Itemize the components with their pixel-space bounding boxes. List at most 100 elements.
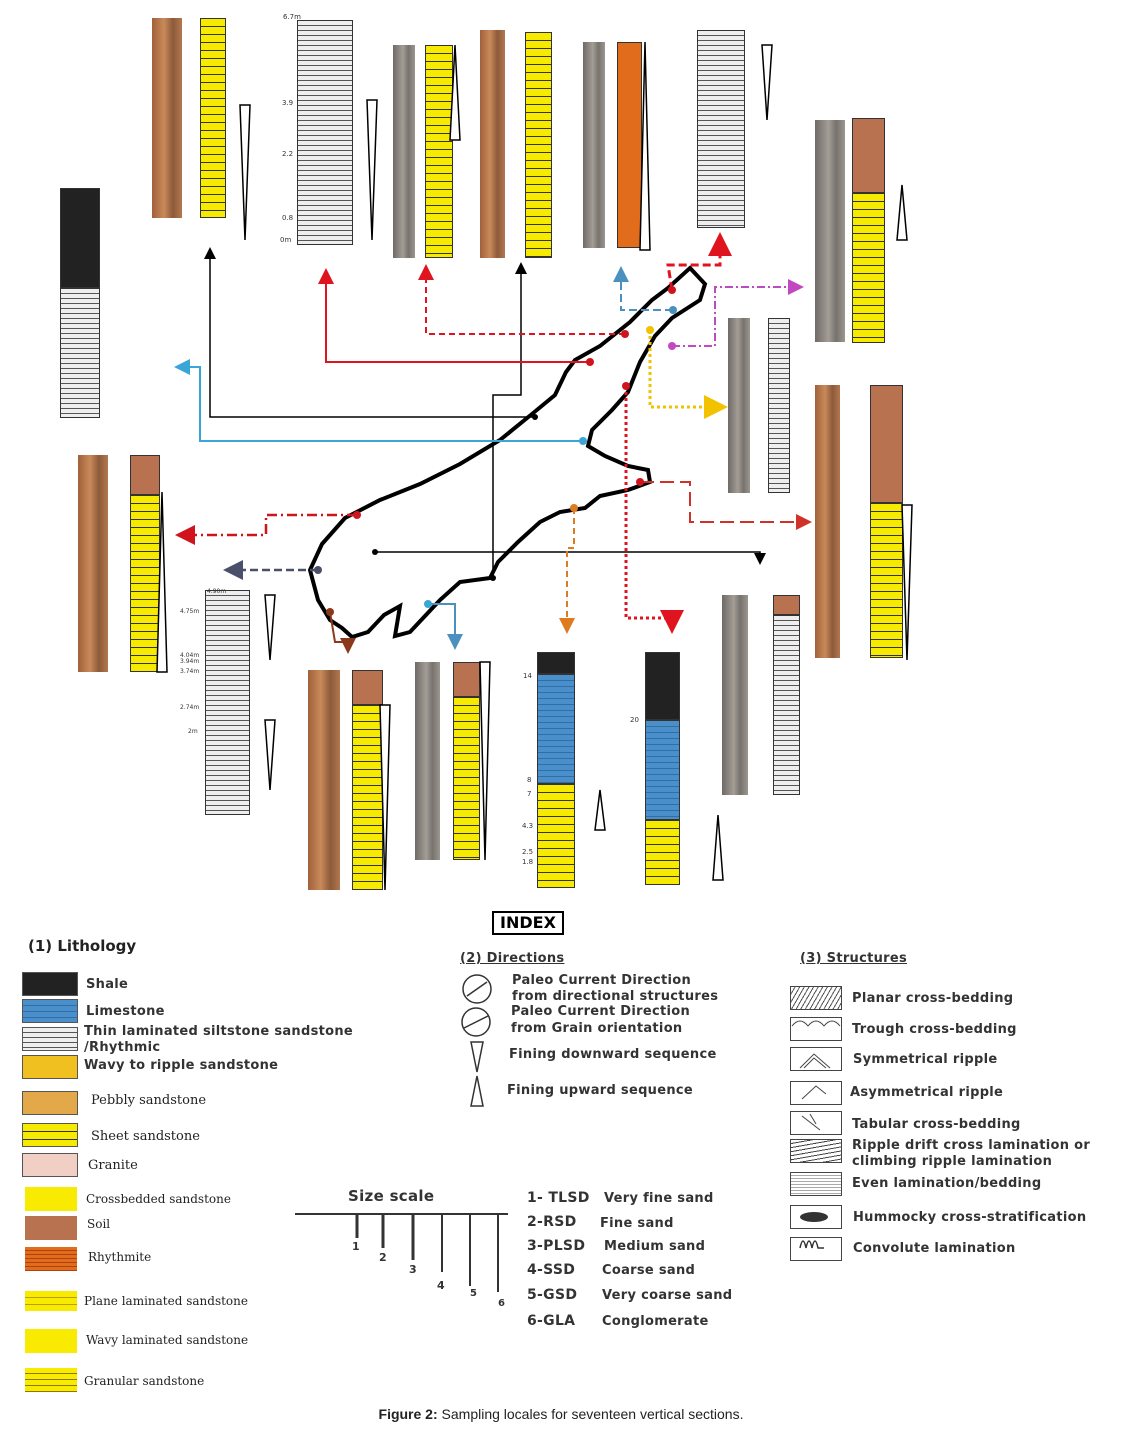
legend-rhythmic: /Rhythmic: [84, 1040, 161, 1055]
pebbly-swatch: [22, 1091, 78, 1115]
lithology-column: [200, 18, 226, 218]
lithology-column: [453, 662, 480, 697]
outcrop-photo: [815, 385, 840, 658]
legend-paleo-2b: from Grain orientation: [511, 1021, 683, 1036]
lithology-column: [425, 45, 453, 258]
outcrop-photo: [583, 42, 605, 248]
section-label: 2m: [188, 728, 198, 735]
lithology-column: [537, 674, 575, 784]
fining-upward-icon: [156, 491, 168, 673]
even-lamination-icon: [790, 1172, 842, 1196]
lithology-heading: (1) Lithology: [28, 937, 137, 955]
lithology-column: [130, 455, 160, 495]
arrow-red-5: [640, 481, 812, 530]
lithology-column: [870, 385, 903, 503]
arrow-blue-1: [174, 359, 583, 442]
shale-swatch: [22, 972, 78, 996]
outcrop-photo: [308, 670, 340, 890]
size-code: 2-RSD: [527, 1214, 577, 1230]
directions-heading: (2) Directions: [460, 951, 565, 966]
outcrop-photo: [393, 45, 415, 258]
lithology-column: [537, 652, 575, 674]
arrow-blue-2: [613, 266, 673, 311]
legend-sheet: Sheet sandstone: [91, 1129, 200, 1144]
size-tick: 3: [409, 1263, 417, 1276]
size-tick: 1: [352, 1240, 360, 1253]
lithology-column: [60, 288, 100, 418]
size-tick: 4: [437, 1279, 445, 1292]
section-label: 3.94m: [180, 658, 200, 665]
section-label: 2.5: [522, 848, 534, 856]
fining-downward-icon: [366, 99, 378, 241]
legend-pebbly: Pebbly sandstone: [91, 1093, 207, 1108]
fining-upward-icon: [449, 44, 461, 141]
size-code: 3-PLSD: [527, 1238, 586, 1254]
size-tick: 2: [379, 1251, 387, 1264]
size-code: 1- TLSD: [527, 1190, 590, 1206]
size-name: Fine sand: [600, 1216, 674, 1231]
section-label: 4.04m: [180, 652, 200, 659]
size-tick: 5: [470, 1288, 478, 1299]
section-label: 0.8: [282, 214, 294, 222]
lithology-column: [773, 615, 800, 795]
structure-icon-glyphs: [791, 1020, 841, 1249]
lithology-column: [768, 318, 790, 493]
legend-fining-down: Fining downward sequence: [509, 1047, 717, 1062]
map-diagram: [174, 232, 812, 654]
plane-laminated-swatch: [25, 1291, 77, 1311]
caption-text: Sampling locales for seventeen vertical …: [437, 1406, 744, 1422]
section-label: 0m: [280, 236, 292, 244]
legend-paleo-1b: from directional structures: [512, 989, 719, 1004]
legend-wavy-ripple: Wavy to ripple sandstone: [84, 1058, 279, 1073]
legend-siltstone: Thin laminated siltstone sandstone: [84, 1024, 354, 1039]
symmetrical-ripple-icon: [790, 1047, 842, 1071]
size-name: Medium sand: [604, 1239, 706, 1254]
caption-label: Figure 2:: [378, 1406, 438, 1422]
size-code: 4-SSD: [527, 1262, 576, 1278]
size-code: 5-GSD: [527, 1287, 578, 1303]
outcrop-photo: [480, 30, 505, 258]
legend-granular: Granular sandstone: [84, 1374, 205, 1388]
structures-heading: (3) Structures: [800, 951, 908, 966]
legend-asymmetrical: Asymmetrical ripple: [850, 1085, 1004, 1100]
arrow-red-1: [318, 268, 590, 363]
legend-paleo-2: Paleo Current Direction: [511, 1004, 691, 1019]
size-name: Very fine sand: [604, 1191, 714, 1206]
outcrop-photo: [78, 455, 108, 672]
size-name: Very coarse sand: [602, 1288, 733, 1303]
legend-planar: Planar cross-bedding: [852, 991, 1014, 1006]
legend-symmetrical: Symmetrical ripple: [853, 1052, 998, 1067]
section-label: 7: [527, 790, 532, 798]
sheet-swatch: [22, 1123, 78, 1147]
arrow-brown: [329, 611, 356, 654]
section-label: 1.8: [522, 858, 534, 866]
lithology-column: [617, 42, 642, 248]
outcrop-photo: [722, 595, 748, 795]
lithology-column: [297, 20, 353, 245]
legend-hummocky: Hummocky cross-stratification: [853, 1210, 1087, 1225]
lithology-column: [645, 652, 680, 720]
arrow-black-1: [204, 247, 535, 418]
size-scale-heading: Size scale: [348, 1187, 435, 1205]
fining-downward-icon: [901, 504, 913, 661]
sequence-triangles: [156, 41, 913, 891]
sample-points: [314, 286, 677, 616]
arrow-black-2: [492, 262, 527, 578]
lithology-column: [697, 30, 745, 228]
lithology-column: [205, 590, 250, 815]
fining-downward-icon: [479, 661, 491, 861]
fining-downward-icon: [264, 719, 276, 791]
section-label: 20: [630, 716, 639, 724]
granite-swatch: [22, 1153, 78, 1177]
lithology-column: [453, 697, 480, 860]
legend-fining-up: Fining upward sequence: [507, 1083, 694, 1098]
lithology-column: [352, 670, 383, 705]
arrow-red-2: [418, 264, 625, 335]
section-label: 2.2: [282, 150, 294, 158]
legend-limestone: Limestone: [86, 1004, 165, 1019]
rhythmite-swatch: [25, 1247, 77, 1271]
arrow-red-4: [624, 386, 684, 634]
arrow-orange: [559, 508, 575, 634]
lithology-column: [645, 720, 680, 820]
